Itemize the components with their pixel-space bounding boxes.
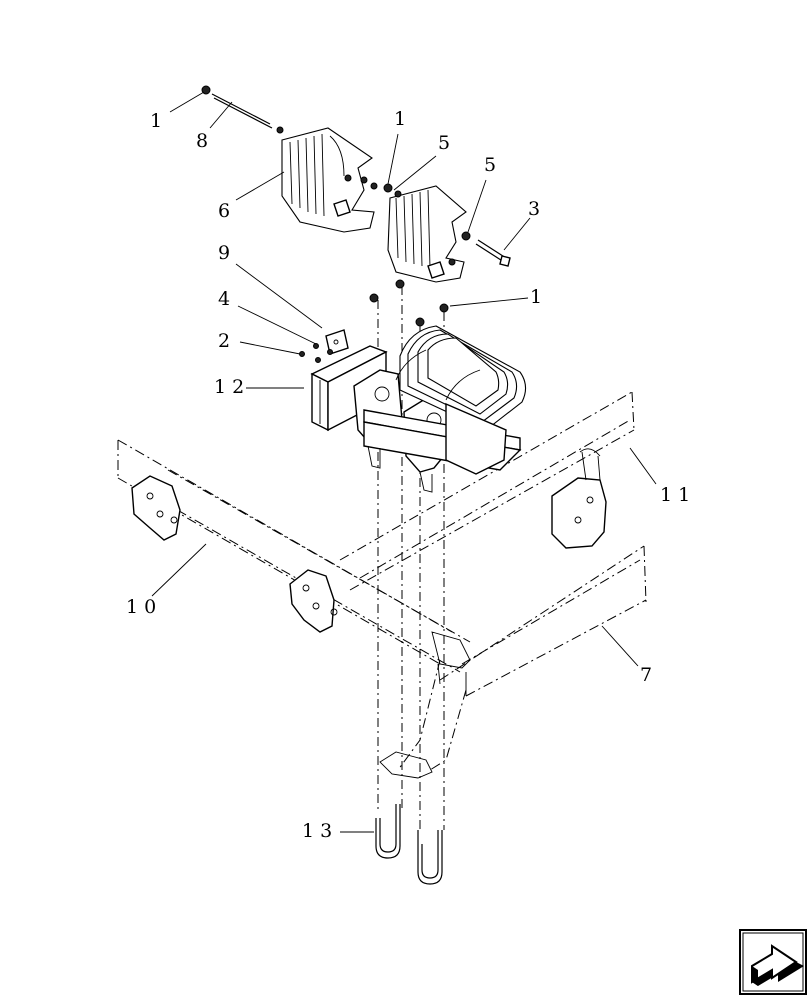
callout-11-frame: 11 xyxy=(660,484,697,506)
callout-10-frame: 10 xyxy=(126,596,163,618)
callout-9-mount-plate: 9 xyxy=(218,242,237,264)
callout-8-long-bolt: 8 xyxy=(196,130,215,152)
callout-1-nut-left: 1 xyxy=(150,110,169,132)
callout-13-u-bolt: 13 xyxy=(302,820,339,842)
next-page-arrow-icon[interactable] xyxy=(739,929,807,995)
weight-stack-lower xyxy=(395,325,527,475)
long-bolt-part-8 xyxy=(201,85,284,134)
leader-lines xyxy=(151,91,657,833)
callout-6-weight-stack: 6 xyxy=(218,200,237,222)
callout-1-nut-bracket: 1 xyxy=(530,286,549,308)
washers-part-1-5 xyxy=(360,176,471,241)
callout-5-washer-upper: 5 xyxy=(438,132,457,154)
callout-12-bracket: 12 xyxy=(214,376,251,398)
frame-part-10 xyxy=(117,439,471,673)
bolts-part-2-4 xyxy=(299,343,333,363)
weight-stack-part-6 xyxy=(281,127,375,233)
mount-plate-part-9 xyxy=(325,329,349,355)
u-bolts-part-13 xyxy=(375,804,443,885)
callout-1-washer: 1 xyxy=(394,108,413,130)
weight-stack-upper-right xyxy=(387,185,467,283)
callout-3-bolt: 3 xyxy=(528,198,547,220)
callout-2-bolt: 2 xyxy=(218,330,237,352)
frame-part-11 xyxy=(339,391,635,591)
frame-part-7 xyxy=(379,545,647,779)
callout-7-frame: 7 xyxy=(640,664,659,686)
callout-5-washer-right: 5 xyxy=(484,154,503,176)
bolt-part-3 xyxy=(475,239,511,267)
callout-4-washer: 4 xyxy=(218,288,237,310)
nuts-on-bracket xyxy=(369,279,449,327)
